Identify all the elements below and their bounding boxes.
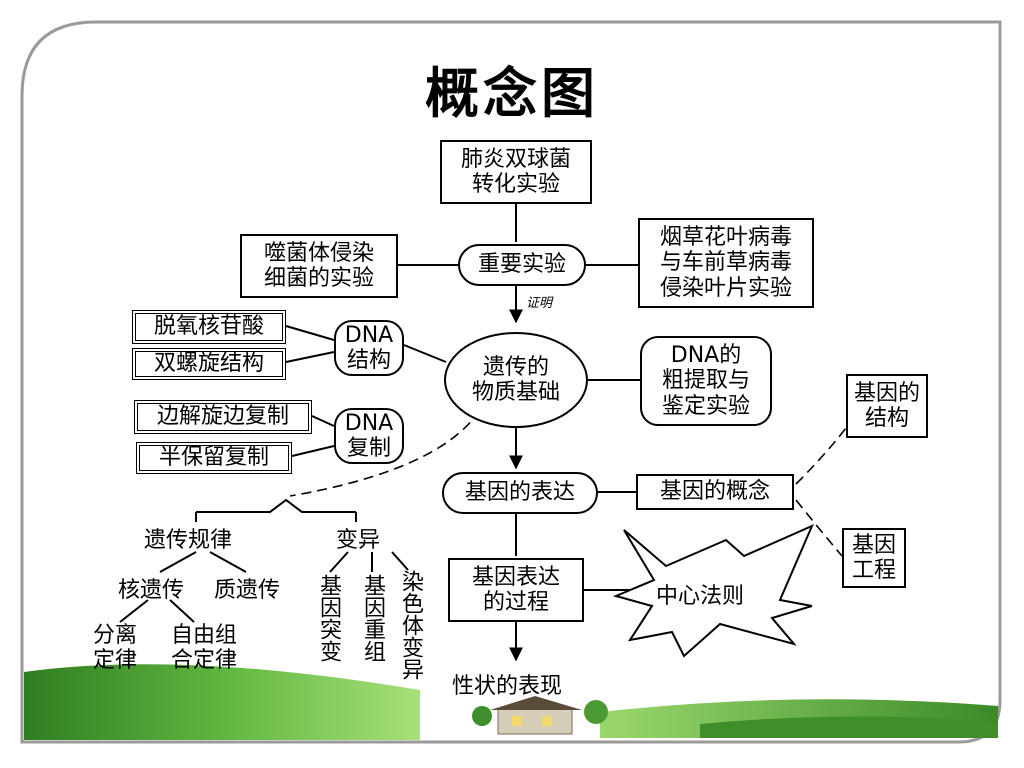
node-gene-structure-line1: 基因的 [853,380,920,406]
node-genetic-engineering: 基因 工程 [842,528,906,588]
node-gene-concept: 基因的概念 [636,474,794,510]
node-genetic-material-line2: 物质基础 [471,380,560,405]
connector-nuclear-segregation [119,599,149,623]
connector-variation-chromosome [391,551,409,571]
connector-helix-dna [285,351,335,363]
node-independent-assortment-line1: 自由组 [170,622,237,648]
node-gene-mutation: 基因突变 [316,574,341,662]
node-central-dogma: 中心法则 [656,584,745,609]
node-phage-experiment: 噬菌体侵染 细菌的实验 [240,234,398,298]
node-unwind-replicate-label: 边解旋边复制 [156,404,289,430]
node-expression-process-line1: 基因表达 [471,564,560,590]
node-genetic-law: 遗传规律 [144,528,233,553]
node-cytoplasmic-inheritance: 质遗传 [214,578,281,603]
node-genetic-engineering-line2: 工程 [851,558,896,583]
node-deoxynucleotide: 脱氧核苷酸 [132,310,286,344]
node-dna-structure-line2: 结构 [346,348,391,373]
node-double-helix: 双螺旋结构 [132,348,286,380]
dashed-concept-to-structure [795,419,853,485]
node-segregation-law-line1: 分离 [92,622,137,648]
node-gene-recombination: 基因重组 [360,574,385,662]
connector-dnastructure-material [403,344,447,363]
node-independent-assortment-line2: 合定律 [170,648,237,673]
dashed-concept-to-engineering [795,499,843,557]
node-tmv-line2: 与车前草病毒 [659,250,792,276]
node-dna-replication-line2: 复制 [346,436,391,461]
node-gene-structure: 基因的 结构 [846,374,928,438]
node-phage-line2: 细菌的实验 [263,266,374,291]
node-dna-structure-line1: DNA [344,322,394,348]
connector-law-nuclear [159,551,197,573]
node-tmv-line1: 烟草花叶病毒 [659,225,792,251]
node-dna-extraction-line3: 鉴定实验 [661,393,750,419]
connector-deoxy-dna [285,325,335,341]
connector-unwind-dnarep [311,415,335,427]
node-genetic-engineering-line1: 基因 [851,532,896,558]
node-genetic-material-line1: 遗传的 [482,354,549,380]
node-dna-extraction: DNA的 粗提取与 鉴定实验 [640,336,772,426]
node-pneumococcus-line2: 转化实验 [471,172,560,197]
node-variation: 变异 [336,528,381,553]
node-segregation-law-line2: 定律 [92,648,137,673]
node-genetic-material: 遗传的 物质基础 [444,332,588,428]
node-tmv-experiment: 烟草花叶病毒 与车前草病毒 侵染叶片实验 [638,218,814,308]
node-gene-structure-line2: 结构 [864,406,909,431]
node-deoxynucleotide-label: 脱氧核苷酸 [153,314,264,340]
node-tmv-line3: 侵染叶片实验 [659,275,792,301]
connector-semi-dnarep [291,445,335,457]
node-gene-concept-label: 基因的概念 [659,479,770,505]
node-dna-replication-line1: DNA [344,410,394,436]
node-trait-manifestation: 性状的表现 [452,674,563,699]
grass-left [24,664,420,740]
house-illustration [472,696,608,735]
connector-law-cyto [209,551,247,573]
node-phage-line1: 噬菌体侵染 [263,240,374,266]
node-expression-process: 基因表达 的过程 [448,558,584,622]
prove-label: 证明 [526,296,553,311]
node-gene-expression: 基因的表达 [442,472,598,514]
dashed-material-to-laws [289,409,481,497]
node-independent-assortment: 自由组 合定律 [156,620,252,676]
node-segregation-law: 分离 定律 [80,620,150,676]
node-key-experiments: 重要实验 [458,244,586,286]
node-dna-extraction-line1: DNA的 [670,343,742,369]
central-dogma-burst [612,524,814,658]
node-gene-expression-label: 基因的表达 [464,480,575,506]
node-pneumococcus-experiment: 肺炎双球菌 转化实验 [440,140,592,204]
node-semi-conservative: 半保留复制 [136,442,292,474]
node-dna-structure: DNA 结构 [334,320,404,376]
node-pneumococcus-line1: 肺炎双球菌 [460,146,571,172]
node-unwind-replicate: 边解旋边复制 [134,400,312,434]
connector-nuclear-assortment [169,599,195,623]
connector-variation-mutation [329,551,349,573]
node-dna-extraction-line2: 粗提取与 [661,368,750,394]
node-nuclear-inheritance: 核遗传 [118,578,185,603]
node-key-experiments-label: 重要实验 [477,252,566,278]
node-chromosome-variation: 染色体变异 [398,570,423,680]
node-expression-process-line2: 的过程 [482,590,549,615]
bracket-law-variation [196,498,356,513]
node-dna-replication: DNA 复制 [334,408,404,464]
grass-right-shade [700,716,998,738]
node-semi-conservative-label: 半保留复制 [158,445,269,471]
page-title: 概念图 [425,61,599,125]
node-double-helix-label: 双螺旋结构 [153,351,264,377]
